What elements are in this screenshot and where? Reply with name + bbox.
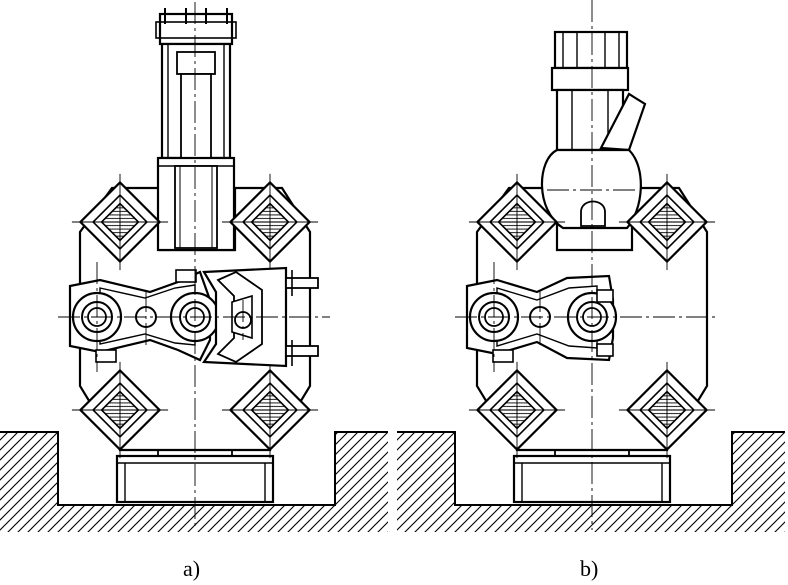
view-a-wedge-clamp <box>0 2 390 534</box>
caption-a: a) <box>183 556 201 581</box>
view-b-rotary-clamp <box>395 0 787 534</box>
caption-b: b) <box>580 556 599 581</box>
